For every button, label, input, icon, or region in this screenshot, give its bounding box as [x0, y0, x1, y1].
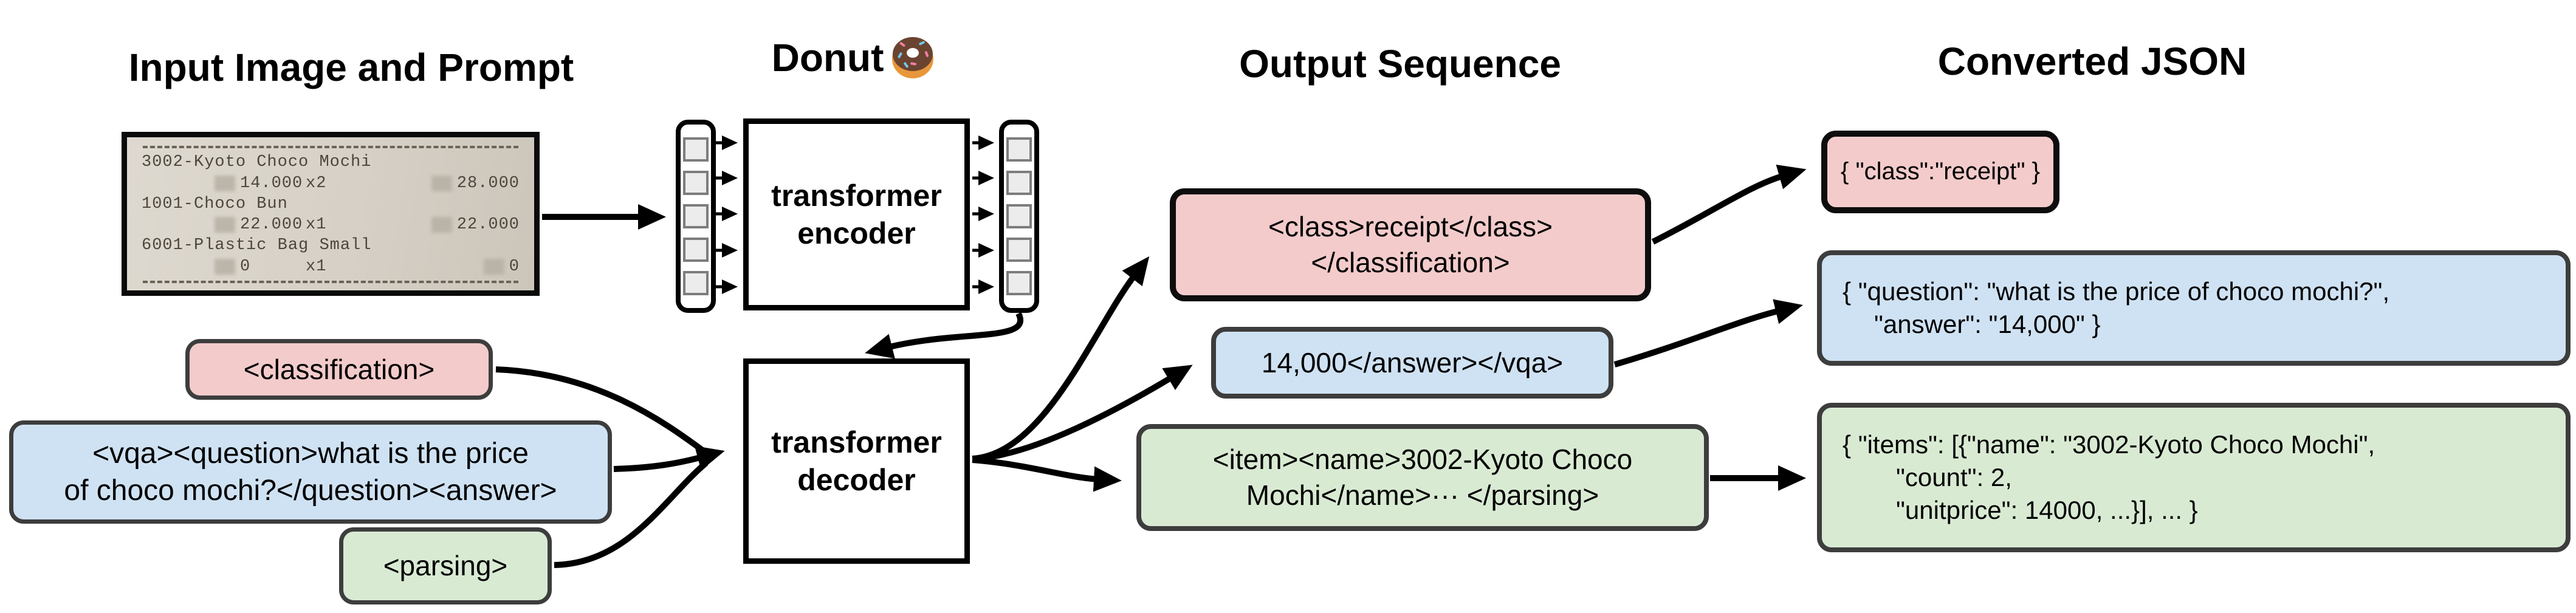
- transformer-decoder-block: transformer decoder: [743, 358, 970, 564]
- receipt-qty: x2: [306, 174, 327, 193]
- arrows-encoder-to-tokens: [972, 135, 994, 294]
- prompt-vqa-text-line1: <vqa><question>what is the price: [92, 437, 529, 470]
- token-square: [683, 171, 709, 195]
- transformer-encoder-block: transformer encoder: [743, 118, 970, 310]
- prompt-parsing-box: <parsing>: [339, 527, 552, 604]
- donut-icon: [892, 37, 934, 78]
- receipt-total: 28.000: [456, 174, 520, 193]
- redaction-patch: [483, 258, 504, 275]
- receipt-total: 22.000: [456, 216, 520, 235]
- transformer-decoder-label: transformer decoder: [771, 425, 942, 498]
- receipt-item-name: 1001-Choco Bun: [142, 194, 288, 213]
- receipt-item-name: 3002-Kyoto Choco Mochi: [142, 153, 372, 172]
- output-parsing-box: <item><name>3002-Kyoto Choco Mochi</name…: [1136, 424, 1709, 531]
- prompt-parsing-text: <parsing>: [383, 550, 508, 582]
- prompt-classification-text: <classification>: [243, 353, 435, 385]
- json-vqa-line1: { "question": "what is the price of choc…: [1843, 277, 2390, 306]
- receipt-divider-top: [143, 146, 518, 148]
- output-vqa-text: 14,000</answer></vqa>: [1261, 346, 1564, 378]
- receipt-item-row: 14.000 x2 28.000: [142, 174, 520, 193]
- redaction-patch: [431, 217, 452, 233]
- receipt-price: 14.000: [240, 174, 303, 193]
- token-square: [683, 204, 709, 228]
- json-classification-text: { "class":"receipt" }: [1840, 158, 2041, 185]
- heading-converted-json: Converted JSON: [1937, 39, 2247, 83]
- encoder-input-token-column: [676, 120, 716, 313]
- token-square: [1006, 204, 1032, 228]
- receipt-image: 3002-Kyoto Choco Mochi 14.000 x2 28.000 …: [122, 132, 540, 296]
- receipt-item-row: 22.000 x1 22.000: [142, 216, 520, 234]
- receipt-total: 0: [509, 257, 520, 276]
- output-vqa-box: 14,000</answer></vqa>: [1211, 327, 1613, 399]
- receipt-qty: x1: [306, 257, 327, 276]
- receipt-item-name: 6001-Plastic Bag Small: [142, 236, 372, 255]
- token-square: [1006, 171, 1032, 195]
- json-vqa-line2: "answer": "14,000" }: [1874, 310, 2101, 338]
- heading-donut-label: Donut: [771, 36, 884, 80]
- receipt-qty: x1: [306, 216, 327, 235]
- output-parsing-line1: <item><name>3002-Kyoto Choco: [1212, 443, 1633, 476]
- token-square: [683, 137, 709, 162]
- transformer-encoder-label: transformer encoder: [771, 178, 942, 251]
- json-parsing-line2: "count": 2,: [1896, 463, 2012, 492]
- heading-input-image-and-prompt: Input Image and Prompt: [128, 46, 574, 89]
- json-vqa-box: { "question": "what is the price of choc…: [1817, 250, 2571, 366]
- prompt-classification-box: <classification>: [185, 339, 493, 400]
- redaction-patch: [215, 258, 235, 275]
- token-square: [683, 238, 709, 262]
- token-square: [1006, 271, 1032, 295]
- output-classification-line2: </classification>: [1311, 247, 1510, 278]
- output-classification-box: <class>receipt</class> </classification>: [1170, 188, 1651, 301]
- prompt-vqa-text-line2: of choco mochi?</question><answer>: [64, 474, 557, 507]
- token-square: [683, 271, 709, 295]
- heading-donut: Donut: [725, 35, 980, 80]
- output-parsing-line2: Mochi</name>··· </parsing>: [1246, 479, 1599, 511]
- token-square: [1006, 137, 1032, 162]
- encoder-output-token-column: [999, 120, 1039, 313]
- token-square: [1006, 238, 1032, 262]
- json-parsing-line3: "unitprice": 14000, ...}], ... }: [1896, 495, 2198, 524]
- receipt-item-row: 0 x1 0: [142, 258, 520, 276]
- redaction-patch: [215, 175, 235, 191]
- json-parsing-line1: { "items": [{"name": "3002-Kyoto Choco M…: [1843, 430, 2375, 459]
- receipt-divider-bottom: [143, 280, 518, 283]
- json-classification-box: { "class":"receipt" }: [1821, 131, 2059, 213]
- receipt-price: 22.000: [240, 216, 303, 235]
- json-parsing-box: { "items": [{"name": "3002-Kyoto Choco M…: [1817, 403, 2571, 552]
- output-classification-line1: <class>receipt</class>: [1268, 211, 1553, 243]
- redaction-patch: [215, 217, 235, 233]
- heading-output-sequence: Output Sequence: [1239, 42, 1561, 86]
- prompt-vqa-box: <vqa><question>what is the price of choc…: [9, 420, 612, 524]
- redaction-patch: [431, 175, 452, 191]
- receipt-price: 0: [240, 257, 251, 276]
- arrow-encoder-to-decoder: [865, 312, 1023, 359]
